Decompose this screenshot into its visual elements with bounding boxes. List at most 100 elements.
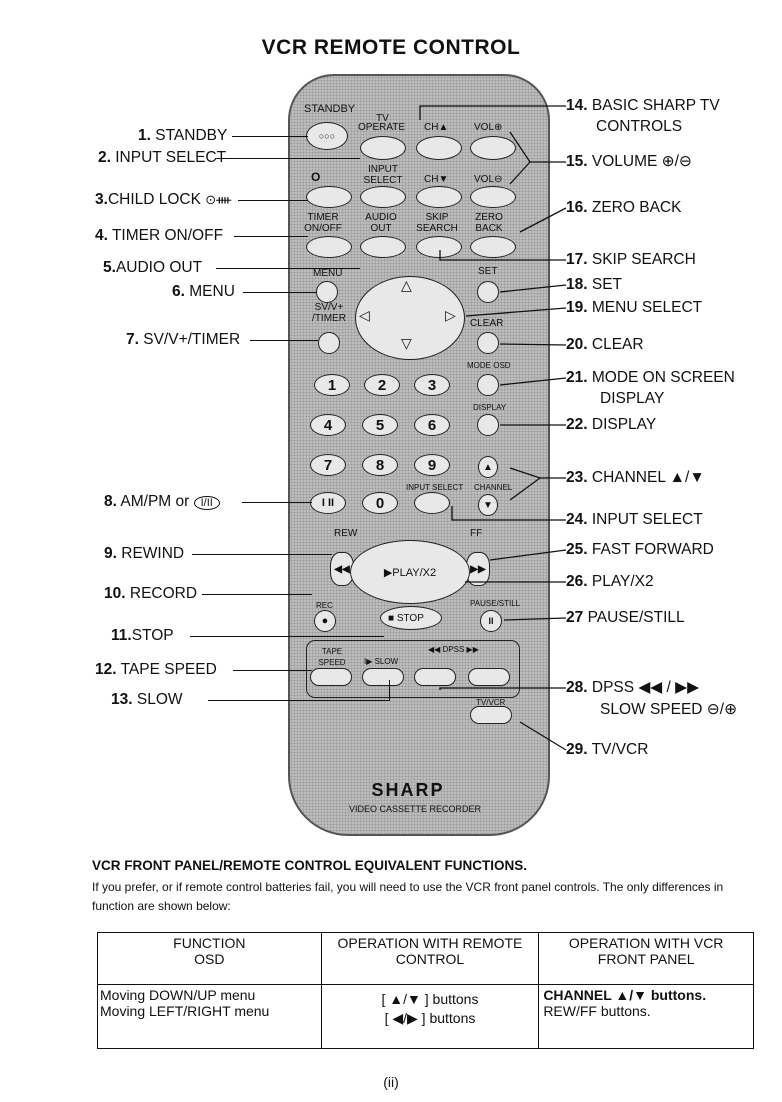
remote-tape-speed-label: TAPE SPEED (318, 647, 346, 667)
digit-7-button[interactable]: 7 (310, 454, 346, 476)
tape-speed-button[interactable] (310, 668, 352, 686)
label-input-select: 2. INPUT SELECT (98, 149, 227, 166)
dpad-right-icon[interactable]: ▷ (445, 307, 456, 323)
digit-9-button[interactable]: 9 (414, 454, 450, 476)
tv-vcr-button[interactable] (470, 706, 512, 724)
remote-display-label: DISPLAY (473, 403, 507, 412)
slow-button[interactable] (362, 668, 404, 686)
remote-input-select-label: INPUT SELECT (363, 164, 403, 186)
digit-3-button[interactable]: 3 (414, 374, 450, 396)
remote-mode-osd-label: MODE OSD (467, 361, 511, 370)
remote-vol-up-label: VOL⊕ (474, 122, 503, 133)
label-input-select-24: 24. INPUT SELECT (566, 511, 703, 528)
label-basic-sharp-tv-2: CONTROLS (596, 118, 683, 135)
set-button[interactable] (477, 281, 499, 303)
timer-button[interactable] (306, 236, 352, 258)
remote-rec-label: REC (316, 601, 333, 610)
skip-search-button[interactable] (416, 236, 462, 258)
input-select-button[interactable] (360, 186, 406, 208)
dpad-down-icon[interactable]: ▽ (401, 335, 412, 351)
leader-line (234, 236, 308, 238)
label-tape-speed: 12. TAPE SPEED (95, 661, 217, 678)
remote-vol-down-label: VOL⊖ (474, 174, 503, 185)
label-am-pm: 8. AM/PM or I/II (104, 492, 220, 513)
remote-sv-label: SV/V+ /TIMER (312, 302, 346, 324)
digit-2-button[interactable]: 2 (364, 374, 400, 396)
dpss-plus-button[interactable] (468, 668, 510, 686)
section-heading: VCR FRONT PANEL/REMOTE CONTROL EQUIVALEN… (92, 858, 527, 873)
digit-0-button[interactable]: 0 (362, 492, 398, 514)
label-display: 22. DISPLAY (566, 416, 657, 433)
vol-up-button[interactable] (470, 136, 516, 160)
sv-timer-button[interactable] (318, 332, 340, 354)
label-pause-still: 27 PAUSE/STILL (566, 609, 685, 626)
table-cell: [ ▲/▼ ] buttons[ ◀/▶ ] buttons (320, 984, 540, 1049)
pause-still-button[interactable]: II (480, 610, 502, 632)
remote-skip-label: SKIP SEARCH (416, 212, 458, 234)
digit-4-button[interactable]: 4 (310, 414, 346, 436)
digit-8-button[interactable]: 8 (362, 454, 398, 476)
remote-slow-label: I▶ SLOW (364, 657, 399, 666)
vol-down-button[interactable] (470, 186, 516, 208)
brand-logo: SHARP (371, 780, 445, 800)
play-button[interactable]: ▶PLAY/X2 (350, 540, 470, 604)
record-button[interactable]: ● (314, 610, 336, 632)
leader-line (202, 594, 312, 596)
label-stop: 11.STOP (111, 627, 174, 644)
remote-rew-label: REW (334, 528, 358, 539)
label-rewind: 9. REWIND (104, 545, 185, 562)
page-title: VCR REMOTE CONTROL (261, 36, 521, 59)
label-dpss: 28. DPSS ◀◀ / ▶▶ (566, 679, 699, 696)
remote-stop-label: ■ STOP (388, 613, 424, 624)
remote-ff-label: FF (470, 528, 483, 539)
label-mode-osd: 21. MODE ON SCREEN (566, 369, 735, 386)
child-lock-button[interactable] (306, 186, 352, 208)
label-timer: 4. TIMER ON/OFF (95, 227, 224, 244)
remote-timer-label: TIMER ON/OFF (304, 212, 342, 234)
rewind-button[interactable]: ◀◀ (330, 552, 354, 586)
operate-button[interactable] (360, 136, 406, 160)
remote-audio-label: AUDIO OUT (365, 212, 397, 234)
audio-out-button[interactable] (360, 236, 406, 258)
menu-select-dpad[interactable] (355, 276, 465, 360)
dpad-up-icon[interactable]: △ (401, 277, 412, 293)
mode-osd-button[interactable] (477, 374, 499, 396)
zero-back-button[interactable] (470, 236, 516, 258)
digit-6-button[interactable]: 6 (414, 414, 450, 436)
key-icon: ⊙ᚓ (205, 192, 232, 207)
label-set: 18. SET (566, 276, 623, 293)
table-cell: CHANNEL ▲/▼ buttons.REW/FF buttons. (538, 984, 754, 1049)
leader-line (232, 136, 308, 138)
input-select-2-button[interactable] (414, 492, 450, 514)
digit-5-button[interactable]: 5 (362, 414, 398, 436)
channel-down-button[interactable]: ▼ (478, 494, 498, 516)
display-button[interactable] (477, 414, 499, 436)
leader-line (208, 700, 390, 702)
remote-input-select2-label: INPUT SELECT (406, 483, 464, 492)
child-lock-icon: O (311, 170, 321, 184)
leader-line (215, 158, 360, 160)
dpss-minus-button[interactable] (414, 668, 456, 686)
remote-channel-label: CHANNEL (474, 483, 513, 492)
clear-button[interactable] (477, 332, 499, 354)
ch-down-button[interactable] (416, 186, 462, 208)
label-menu-select: 19. MENU SELECT (566, 299, 703, 316)
label-volume: 15. VOLUME ⊕/⊖ (566, 153, 692, 170)
remote-clear-label: CLEAR (470, 318, 504, 329)
channel-up-button[interactable]: ▲ (478, 456, 498, 478)
digit-1-button[interactable]: 1 (314, 374, 350, 396)
leader-line (389, 680, 391, 700)
remote-set-label: SET (478, 266, 498, 277)
stop-button[interactable] (380, 606, 442, 630)
label-audio-out: 5.AUDIO OUT (103, 259, 203, 276)
remote-standby-label: STANDBY (304, 103, 356, 115)
ch-up-button[interactable] (416, 136, 462, 160)
am-pm-button[interactable]: I II (310, 492, 346, 514)
remote-ch-up-label: CH▲ (424, 122, 449, 133)
remote-menu-label: MENU (313, 268, 343, 279)
label-fast-forward: 25. FAST FORWARD (566, 541, 714, 558)
dpad-left-icon[interactable]: ◁ (359, 307, 370, 323)
